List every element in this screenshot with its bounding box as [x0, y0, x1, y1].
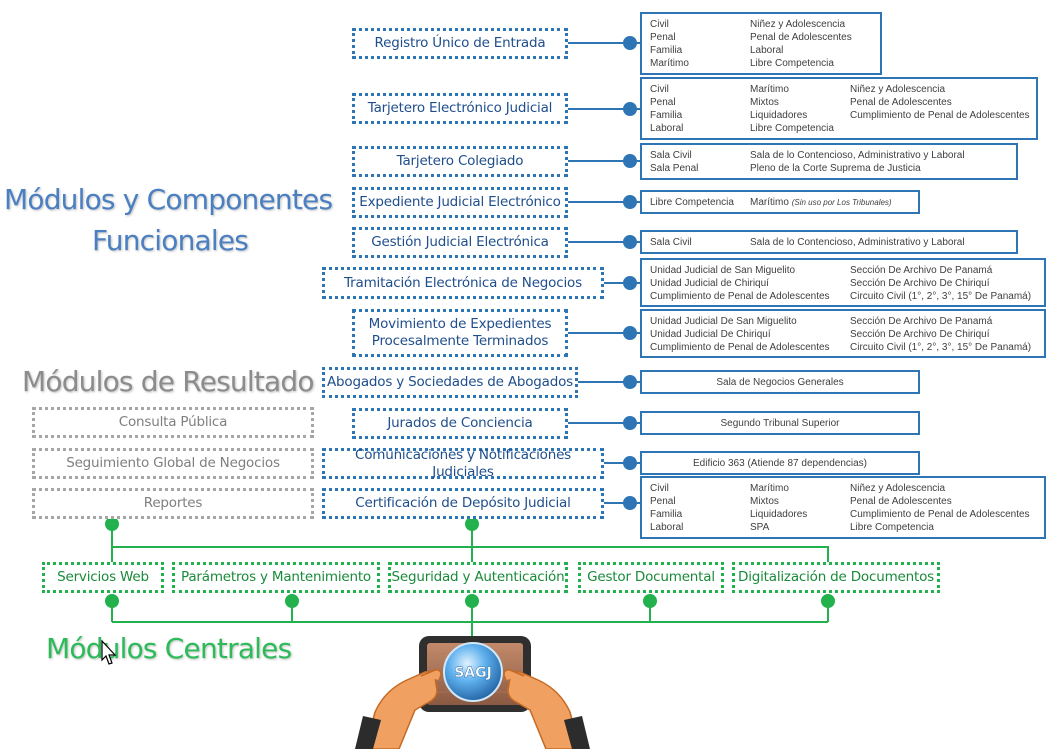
panel-abogados: Sala de Negocios Generales	[640, 370, 920, 394]
panel-gestion: Sala Civil Sala de lo Contencioso, Admin…	[640, 230, 1018, 254]
panel-tarjetero-judicial: Civil Penal Familia Laboral Marítimo Mix…	[640, 77, 1038, 140]
panel-registro-col1: Civil Penal Familia Marítimo	[650, 19, 689, 69]
panel-gestion-col2: Sala de lo Contencioso, Administrativo y…	[750, 237, 965, 248]
functional-heading-line2: Funcionales	[92, 224, 249, 257]
panel-tramitacion-col2: Sección De Archivo De Panamá Sección De …	[850, 265, 1032, 302]
central-heading: Módulos Centrales	[46, 632, 292, 665]
logo-text: SAGJ	[454, 665, 492, 681]
result-seguimiento-global[interactable]: Seguimiento Global de Negocios	[32, 448, 314, 479]
panel-expediente: Libre Competencia Marítimo (Sin uso por …	[640, 190, 920, 214]
panel-movimiento-col2: Sección De Archivo De Panamá Sección De …	[850, 316, 1032, 353]
panel-tarjetero-judicial-col2: Marítimo Mixtos Liquidadores Libre Compe…	[750, 84, 834, 134]
module-movimiento-expedientes[interactable]: Movimiento de Expedientes Procesalmente …	[352, 309, 568, 357]
result-heading: Módulos de Resultado	[22, 365, 314, 398]
left-sleeve	[355, 716, 381, 749]
central-parametros[interactable]: Parámetros y Mantenimiento	[172, 562, 380, 593]
module-registro-unico[interactable]: Registro Único de Entrada	[352, 28, 568, 59]
central-servicios-web[interactable]: Servicios Web	[42, 562, 164, 593]
module-tramitacion-negocios[interactable]: Tramitación Electrónica de Negocios	[322, 267, 604, 299]
module-comunicaciones[interactable]: Comunicaciones y Notificaciones Judicial…	[322, 447, 604, 480]
tablet-illustration: SAGJ	[355, 636, 590, 749]
panel-expediente-col2: Marítimo	[750, 197, 789, 208]
module-gestion-judicial[interactable]: Gestión Judicial Electrónica	[352, 227, 568, 258]
panel-gestion-col1: Sala Civil	[650, 237, 692, 248]
panel-registro-col2: Niñez y Adolescencia Penal de Adolescent…	[750, 19, 852, 69]
central-seguridad[interactable]: Seguridad y Autenticación	[388, 562, 568, 593]
panel-registro: Civil Penal Familia Marítimo Niñez y Ado…	[640, 12, 882, 75]
panel-tramitacion: Unidad Judicial de San Miguelito Unidad …	[640, 258, 1046, 307]
panel-tarjetero-colegiado-col2: Sala de lo Contencioso, Administrativo y…	[750, 150, 965, 174]
module-tarjetero-colegiado[interactable]: Tarjetero Colegiado	[352, 146, 568, 177]
module-tarjetero-judicial[interactable]: Tarjetero Electrónico Judicial	[352, 93, 568, 124]
panel-tarjetero-judicial-col3: Niñez y Adolescencia Penal de Adolescent…	[850, 84, 1030, 121]
panel-tarjetero-colegiado-col1: Sala Civil Sala Penal	[650, 150, 699, 174]
panel-certificacion-col2: Marítimo Mixtos Liquidadores SPA	[750, 483, 808, 533]
result-reportes[interactable]: Reportes	[32, 488, 314, 519]
globe-icon	[443, 642, 503, 702]
panel-certificacion: Civil Penal Familia Laboral Marítimo Mix…	[640, 476, 1046, 539]
mouse-cursor-icon	[101, 640, 117, 665]
panel-tarjetero-colegiado: Sala Civil Sala Penal Sala de lo Contenc…	[640, 143, 1018, 180]
module-jurados[interactable]: Jurados de Conciencia	[352, 408, 568, 439]
panel-certificacion-col3: Niñez y Adolescencia Penal de Adolescent…	[850, 483, 1030, 533]
panel-tramitacion-col1: Unidad Judicial de San Miguelito Unidad …	[650, 265, 830, 302]
logo-text-group: SAGJ	[454, 665, 492, 681]
module-expediente-judicial[interactable]: Expediente Judicial Electrónico	[352, 187, 568, 218]
right-sleeve	[564, 716, 590, 749]
panel-comunicaciones: Edificio 363 (Atiende 87 dependencias)	[640, 451, 920, 475]
functional-heading-line1: Módulos y Componentes	[4, 183, 333, 216]
panel-jurados: Segundo Tribunal Superior	[640, 411, 920, 435]
module-abogados[interactable]: Abogados y Sociedades de Abogados	[322, 367, 578, 398]
panel-movimiento-col1: Unidad Judicial De San Miguelito Unidad …	[650, 316, 830, 353]
panel-expediente-note: (Sin uso por Los Tribunales)	[791, 198, 892, 207]
panel-expediente-col2-wrap: Marítimo (Sin uso por Los Tribunales)	[750, 196, 892, 209]
module-certificacion-deposito[interactable]: Certificación de Depósito Judicial	[322, 488, 604, 519]
central-gestor-documental[interactable]: Gestor Documental	[578, 562, 724, 593]
result-consulta-publica[interactable]: Consulta Pública	[32, 407, 314, 438]
panel-expediente-col1: Libre Competencia	[650, 197, 734, 208]
central-digitalizacion[interactable]: Digitalización de Documentos	[732, 562, 940, 593]
panel-movimiento: Unidad Judicial De San Miguelito Unidad …	[640, 309, 1046, 358]
panel-certificacion-col1: Civil Penal Familia Laboral	[650, 483, 684, 533]
panel-tarjetero-judicial-col1: Civil Penal Familia Laboral	[650, 84, 684, 134]
